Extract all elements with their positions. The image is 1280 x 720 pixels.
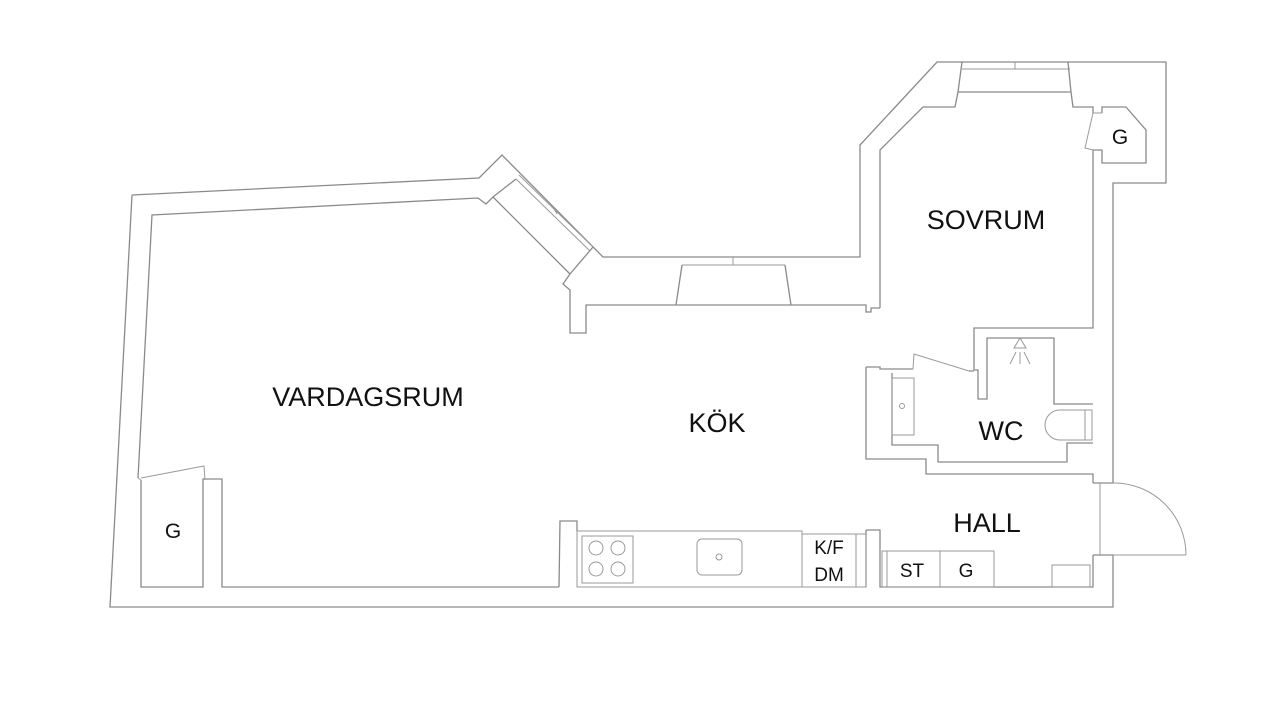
hall-cabinet xyxy=(1051,564,1091,588)
outer-wall-path xyxy=(109,61,1167,608)
hall-wall xyxy=(866,482,1113,588)
dishwasher-label: DM xyxy=(814,565,844,586)
room-label-kok: KÖK xyxy=(688,408,745,438)
toilet xyxy=(1044,409,1093,441)
shower-icon xyxy=(1009,337,1031,365)
room-label-vardagsrum: VARDAGSRUM xyxy=(272,382,464,412)
wc-door-swing xyxy=(912,353,970,372)
kitchen-window xyxy=(675,257,792,306)
living-bottom-wall xyxy=(140,478,559,588)
living-inner-wall xyxy=(137,196,880,479)
stove xyxy=(581,535,634,584)
bedroom-inner-wall xyxy=(879,91,1094,405)
living-window xyxy=(492,174,594,275)
hall-g-label: G xyxy=(959,561,974,582)
wc-wall xyxy=(865,366,1094,483)
living-closet-door xyxy=(137,465,206,481)
room-label-hall: HALL xyxy=(953,508,1021,538)
bedroom-closet-label: G xyxy=(1112,126,1128,149)
kitchen-counter: K/F DM xyxy=(576,530,867,588)
room-label-wc: WC xyxy=(979,416,1024,446)
living-closet-label: G xyxy=(165,520,181,543)
kitchen-sink xyxy=(696,538,743,576)
hall-storage: ST G xyxy=(881,550,995,588)
room-label-sovrum: SOVRUM xyxy=(927,205,1046,235)
bedroom-window xyxy=(957,61,1072,93)
entrance-door[interactable] xyxy=(1099,482,1187,556)
bedroom-closet: G xyxy=(1084,106,1147,164)
hall-st-label: ST xyxy=(900,561,925,582)
fridge-freezer-label: K/F xyxy=(814,538,844,559)
wc-sink xyxy=(891,377,915,436)
